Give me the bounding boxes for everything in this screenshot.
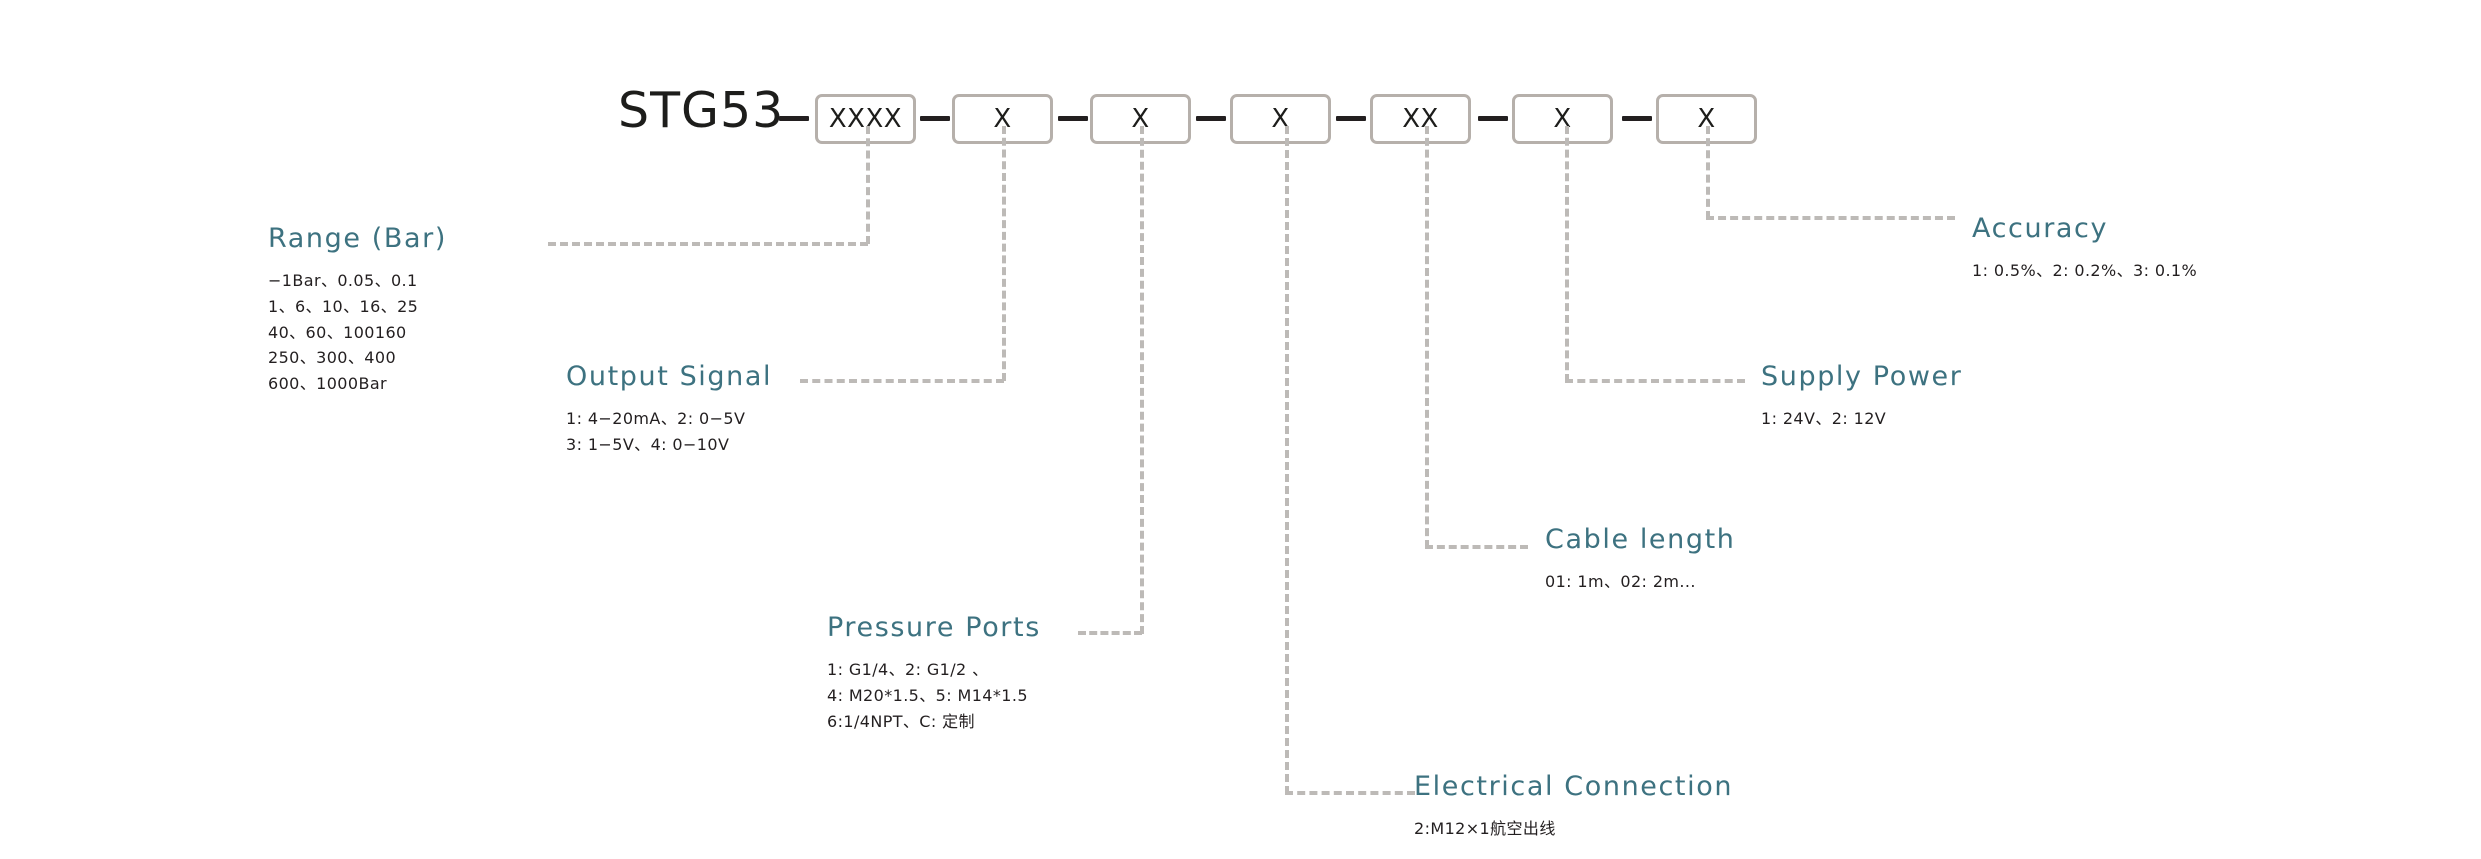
connector-output-signal-horizontal (800, 379, 1004, 383)
label-body-electrical-connection: 2:M12×1航空出线 (1414, 818, 1556, 838)
code-separator-6 (1622, 116, 1652, 121)
label-body-accuracy: 1: 0.5%、2: 0.2%、3: 0.1% (1972, 260, 2198, 280)
code-box-range[interactable]: XXXX (815, 94, 916, 144)
code-box-cable-length[interactable]: XX (1370, 94, 1471, 144)
label-block-accuracy: Accuracy 1: 0.5%、2: 0.2%、3: 0.1% (1972, 214, 2197, 284)
connector-accuracy-horizontal (1706, 216, 1955, 220)
connector-electrical-connection-vertical (1285, 126, 1289, 794)
label-block-cable-length: Cable length 01: 1m、02: 2m... (1545, 525, 1736, 595)
connector-range-horizontal (548, 242, 868, 246)
connector-supply-power-horizontal (1565, 379, 1745, 383)
connector-range-vertical (866, 126, 870, 244)
series-prefix-label: STG53 (618, 82, 785, 139)
label-body-pressure-ports: 1: G1/4、2: G1/2 、 4: M20*1.5、5: M14*1.5 … (827, 659, 1028, 731)
connector-output-signal-vertical (1002, 126, 1006, 381)
code-separator-1 (920, 116, 950, 121)
label-title-cable-length: Cable length (1545, 524, 1736, 555)
label-block-pressure-ports: Pressure Ports 1: G1/4、2: G1/2 、 4: M20*… (827, 613, 1041, 734)
label-title-accuracy: Accuracy (1972, 213, 2109, 244)
label-block-range: Range (Bar) −1Bar、0.05、0.1 1、6、10、16、25 … (268, 224, 447, 397)
code-separator-5 (1478, 116, 1508, 121)
code-separator-0 (779, 116, 809, 121)
code-separator-3 (1196, 116, 1226, 121)
label-block-output-signal: Output Signal 1: 4−20mA、2: 0−5V 3: 1−5V、… (566, 362, 772, 458)
connector-pressure-ports-vertical (1140, 126, 1144, 634)
label-body-output-signal: 1: 4−20mA、2: 0−5V 3: 1−5V、4: 0−10V (566, 408, 746, 454)
connector-accuracy-vertical (1706, 126, 1710, 219)
label-body-range: −1Bar、0.05、0.1 1、6、10、16、25 40、60、100160… (268, 270, 419, 394)
connector-cable-length-horizontal (1425, 545, 1528, 549)
model-code-row: STG53 XXXX X X X XX X X (0, 42, 2481, 144)
label-title-output-signal: Output Signal (566, 361, 773, 392)
code-box-pressure-ports[interactable]: X (1090, 94, 1191, 144)
connector-supply-power-vertical (1565, 126, 1569, 382)
connector-cable-length-vertical (1425, 126, 1429, 548)
code-separator-2 (1058, 116, 1088, 121)
code-box-electrical-connection[interactable]: X (1230, 94, 1331, 144)
label-block-electrical-connection: Electrical Connection 2:M12×1航空出线 (1414, 772, 1733, 842)
connector-pressure-ports-horizontal (1078, 631, 1142, 635)
label-body-cable-length: 01: 1m、02: 2m... (1545, 571, 1696, 591)
code-separator-4 (1336, 116, 1366, 121)
label-title-supply-power: Supply Power (1761, 361, 1963, 392)
label-title-range: Range (Bar) (268, 223, 447, 254)
code-box-supply-power[interactable]: X (1512, 94, 1613, 144)
label-block-supply-power: Supply Power 1: 24V、2: 12V (1761, 362, 1962, 432)
label-title-pressure-ports: Pressure Ports (827, 612, 1041, 643)
label-body-supply-power: 1: 24V、2: 12V (1761, 408, 1887, 428)
label-title-electrical-connection: Electrical Connection (1414, 771, 1734, 802)
connector-electrical-connection-horizontal (1285, 791, 1415, 795)
